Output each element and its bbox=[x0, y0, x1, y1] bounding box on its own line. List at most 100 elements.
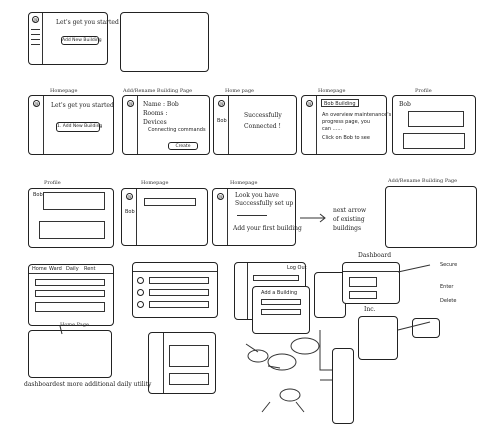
avatar-icon: @ bbox=[127, 100, 134, 107]
screen-title: Profile bbox=[415, 88, 432, 94]
divider bbox=[237, 215, 267, 216]
sidebar-item bbox=[31, 29, 40, 30]
bar-chart-box bbox=[408, 111, 464, 127]
welcome-text: Let's get you started bbox=[56, 19, 119, 26]
screen-title: Add/Rename Building Page bbox=[123, 88, 193, 94]
note-existing: of existing bbox=[333, 216, 365, 223]
avatar-icon: @ bbox=[306, 100, 313, 107]
setup-text: Look you have bbox=[235, 192, 279, 199]
screen-setup-done: @ Look you have Successfully set up Add … bbox=[212, 188, 302, 246]
field-box bbox=[261, 309, 301, 315]
item-icon bbox=[137, 301, 144, 308]
top-bar bbox=[343, 263, 399, 272]
tab-rent[interactable]: Rent bbox=[84, 266, 96, 272]
add-new-building-button[interactable]: Add New Building bbox=[61, 36, 102, 45]
rooms-field[interactable]: Rooms : bbox=[143, 110, 168, 117]
chart-area bbox=[169, 345, 209, 367]
profile-label: Bob bbox=[399, 101, 411, 108]
add-building-link[interactable]: Add a Building bbox=[261, 290, 298, 296]
screen-title: Homepage bbox=[230, 180, 258, 186]
dashboard-sub: Inc. bbox=[364, 306, 376, 313]
sidebar bbox=[123, 96, 138, 154]
tab-home[interactable]: Home bbox=[32, 266, 47, 272]
widget bbox=[349, 277, 377, 287]
avatar-icon: @ bbox=[33, 100, 40, 107]
item-icon bbox=[137, 289, 144, 296]
content-row bbox=[35, 302, 105, 312]
setup-text-2: Successfully set up bbox=[235, 200, 294, 207]
screen-profile: Bob bbox=[392, 95, 476, 155]
profile-label: Bob bbox=[33, 192, 43, 198]
note-buildings: buildings bbox=[333, 225, 362, 232]
welcome-text: Let's get you started bbox=[51, 102, 114, 109]
building-row[interactable] bbox=[144, 198, 196, 206]
field-box bbox=[261, 299, 301, 305]
screen-small bbox=[314, 272, 346, 318]
content-row bbox=[35, 290, 105, 297]
legend-delete: Delete bbox=[440, 298, 457, 304]
avatar-icon: @ bbox=[217, 193, 224, 200]
screen-start-welcome: @ Let's get you started Add New Building bbox=[28, 12, 119, 65]
screen-home-large bbox=[28, 330, 112, 378]
tab-daily[interactable]: Daily bbox=[66, 266, 79, 272]
item-icon bbox=[137, 277, 144, 284]
sidebar bbox=[214, 96, 229, 154]
avatar-icon: @ bbox=[126, 193, 133, 200]
add-new-building-button[interactable]: 1. Add New Building bbox=[56, 122, 102, 132]
add-first-building-link[interactable]: Add your first building bbox=[233, 225, 302, 232]
list-item[interactable] bbox=[149, 301, 209, 308]
connect-commands: Connecting commands bbox=[148, 127, 206, 133]
line-chart-box bbox=[403, 133, 465, 149]
avatar-icon: @ bbox=[218, 100, 225, 107]
tab-ward[interactable]: Ward bbox=[49, 266, 62, 272]
avatar-icon: @ bbox=[32, 16, 39, 23]
building-label[interactable]: Bob bbox=[125, 209, 135, 215]
screen-mini bbox=[412, 318, 440, 338]
info-box bbox=[43, 192, 105, 210]
screen-tabs: Home Ward Daily Rent bbox=[28, 264, 114, 326]
devices-label: Devices bbox=[143, 119, 167, 126]
screen-homepage-2: @ Bob bbox=[121, 188, 208, 246]
screen-title: Homepage bbox=[318, 88, 346, 94]
screen-dashboard-2 bbox=[358, 316, 398, 360]
list-item[interactable] bbox=[149, 289, 209, 296]
tab-bar bbox=[29, 265, 113, 274]
content-item bbox=[253, 275, 299, 281]
screen-chart bbox=[148, 332, 216, 394]
screen-title: Home page bbox=[225, 88, 255, 94]
overview-text-3: can ...... bbox=[322, 126, 343, 132]
legend-enter: Enter bbox=[440, 284, 454, 290]
building-header[interactable]: Bob Building bbox=[321, 99, 359, 107]
screen-title: Home Page bbox=[60, 322, 89, 328]
screen-profile-edit: Bob bbox=[28, 188, 114, 248]
success-text: Successfully bbox=[244, 112, 282, 119]
screen-blank bbox=[120, 12, 209, 72]
note-next-arrow: next arrow bbox=[333, 207, 367, 214]
dashboard-title: Dashboard bbox=[358, 252, 392, 259]
legend-secure: Secure bbox=[440, 262, 458, 268]
top-bar bbox=[133, 263, 217, 272]
screen-title: Add/Rename Building Page bbox=[388, 178, 458, 184]
logout-button[interactable]: Log Out bbox=[287, 265, 307, 271]
chart-area-2 bbox=[169, 373, 209, 385]
screen-homepage: @ Let's get you started 1. Add New Build… bbox=[28, 95, 114, 155]
sidebar bbox=[29, 96, 44, 154]
screen-panel bbox=[332, 348, 354, 424]
list-item[interactable] bbox=[149, 277, 209, 284]
widget bbox=[349, 291, 377, 299]
overview-text-2: progress page, you bbox=[322, 119, 371, 125]
name-field[interactable]: Name : Bob bbox=[143, 101, 179, 108]
overview-text-4: Click on Bob to see bbox=[322, 135, 370, 141]
screen-add-building: @ Name : Bob Rooms : Devices Connecting … bbox=[122, 95, 210, 155]
screen-overview: @ Bob Building An overview maintenance's… bbox=[301, 95, 391, 155]
sidebar bbox=[213, 189, 228, 245]
screen-add-building-list: Add a Building bbox=[252, 286, 310, 334]
screen-title: Profile bbox=[44, 180, 61, 186]
overview-text: An overview maintenance's bbox=[322, 112, 392, 118]
building-label[interactable]: Bob bbox=[217, 118, 227, 124]
bottom-note: dashboardest more additional daily utili… bbox=[24, 381, 152, 388]
sidebar-item bbox=[31, 34, 40, 35]
sidebar bbox=[149, 333, 164, 393]
screen-title: Homepage bbox=[141, 180, 169, 186]
create-button[interactable]: Create bbox=[168, 142, 198, 150]
